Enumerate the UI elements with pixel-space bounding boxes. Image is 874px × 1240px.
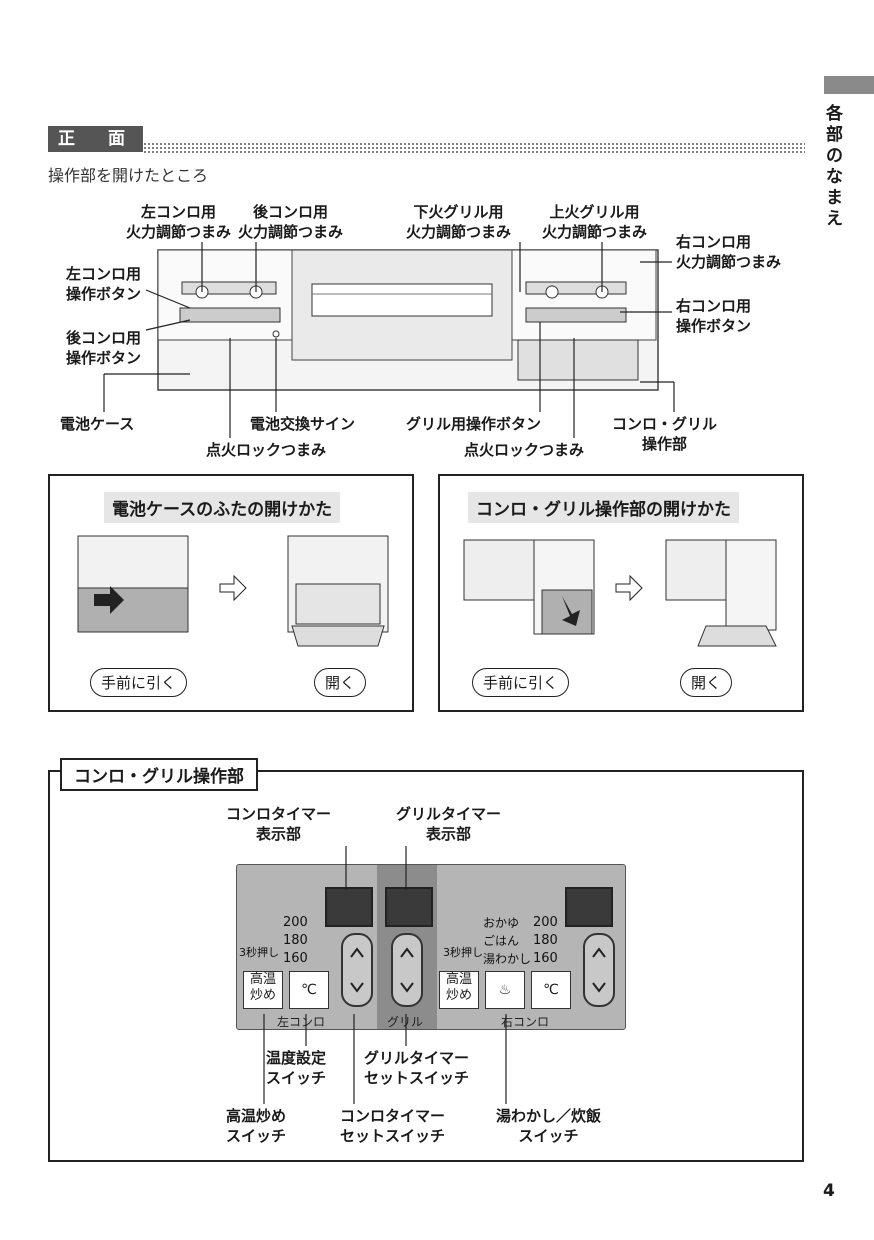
stove-grill-panel-label: コンロ・グリル 操作部 — [612, 415, 718, 453]
stove-timer-set-label: コンロタイマー セットスイッチ — [340, 1107, 446, 1145]
battery-step-pull: 手前に引く — [90, 668, 188, 697]
battery-cover-instructions: 電池ケースのふたの開けかた 手前に引く 開く — [48, 474, 414, 712]
stove-grill-control-panel: 200 180 160 3秒押し 高温 炒め ℃ おかゆ ごはん 湯わかし 20… — [236, 864, 626, 1030]
lower-grill-knob-label: 下火グリル用 火力調節つまみ — [406, 203, 512, 241]
right-temp-160: 160 — [533, 951, 558, 966]
right-high-temp-fry-button[interactable]: 高温 炒め — [439, 971, 479, 1009]
rear-burner-knob-label: 後コンロ用 火力調節つまみ — [238, 203, 344, 241]
battery-open-illustration — [77, 535, 389, 647]
right-burner-button-label: 右コンロ用 操作ボタン — [676, 297, 752, 335]
front-panel-illustration — [157, 249, 659, 391]
left-temp-160: 160 — [283, 951, 308, 966]
right-mode-gohan: ごはん — [483, 934, 520, 948]
panel-step-open: 開く — [680, 668, 733, 697]
ignition-lock-knob-right-label: 点火ロックつまみ — [464, 441, 585, 459]
left-stove-label: 左コンロ — [277, 1015, 326, 1029]
right-timer-set-button[interactable] — [583, 933, 615, 1007]
temperature-set-button[interactable]: ℃ — [289, 971, 329, 1009]
stove-timer-display — [325, 887, 373, 927]
grill-button-label: グリル用操作ボタン — [406, 415, 542, 433]
grill-timer-display-label: グリルタイマー 表示部 — [396, 805, 502, 843]
grill-timer-set-label: グリルタイマー セットスイッチ — [364, 1049, 470, 1087]
right-temp-200: 200 — [533, 915, 558, 930]
panel-open-instructions: コンロ・グリル操作部の開けかた 手前に引く 開く — [438, 474, 804, 712]
section-subtitle: 操作部を開けたところ — [48, 166, 209, 185]
left-temp-200: 200 — [283, 915, 308, 930]
grill-label: グリル — [387, 1015, 424, 1029]
panel-open-illustration — [463, 539, 777, 647]
panel-step-pull: 手前に引く — [472, 668, 570, 697]
grill-timer-display — [385, 887, 433, 927]
high-temp-switch-label: 高温炒め スイッチ — [226, 1107, 287, 1145]
legend-leader-lines — [263, 846, 507, 1104]
section-divider — [143, 142, 805, 154]
battery-step-open: 開く — [314, 668, 367, 697]
battery-box-title: 電池ケースのふたの開けかた — [104, 492, 341, 523]
right-temp-180: 180 — [533, 933, 558, 948]
rear-burner-button-label: 後コンロ用 操作ボタン — [66, 329, 142, 367]
right-hold-label: 3秒押し — [443, 946, 483, 959]
side-tab-marker — [824, 76, 874, 94]
page-number: 4 — [823, 1181, 835, 1201]
kettle-rice-icon: ♨ — [498, 982, 512, 998]
grill-timer-set-button[interactable] — [391, 933, 423, 1007]
right-stove-label: 右コンロ — [501, 1015, 550, 1029]
right-temperature-set-button[interactable]: ℃ — [531, 971, 571, 1009]
ignition-lock-knob-left-label: 点火ロックつまみ — [206, 441, 327, 459]
boil-rice-switch-label: 湯わかし／炊飯 スイッチ — [496, 1107, 602, 1145]
left-burner-button-label: 左コンロ用 操作ボタン — [66, 265, 142, 303]
panel-box-title: コンロ・グリル操作部の開けかた — [468, 492, 739, 523]
battery-replace-sign-label: 電池交換サイン — [250, 415, 356, 433]
front-leader-lines — [103, 242, 675, 438]
right-timer-display — [565, 887, 613, 927]
control-panel-legend — [48, 770, 804, 1162]
right-mode-yuwakashi: 湯わかし — [483, 952, 532, 966]
right-mode-okayu: おかゆ — [483, 916, 520, 930]
section-title: 正 面 — [48, 126, 143, 152]
right-burner-knob-label: 右コンロ用 火力調節つまみ — [676, 233, 782, 271]
battery-case-label: 電池ケース — [60, 415, 135, 433]
stove-timer-display-label: コンロタイマー 表示部 — [226, 805, 332, 843]
high-temp-fry-button[interactable]: 高温 炒め — [243, 971, 283, 1009]
left-burner-knob-label: 左コンロ用 火力調節つまみ — [126, 203, 232, 241]
stove-timer-set-button[interactable] — [341, 933, 373, 1007]
temp-switch-label: 温度設定 スイッチ — [266, 1049, 327, 1087]
upper-grill-knob-label: 上火グリル用 火力調節つまみ — [542, 203, 648, 241]
side-tab-label: 各部のなまえ — [826, 104, 843, 229]
left-hold-label: 3秒押し — [239, 946, 279, 959]
left-temp-180: 180 — [283, 933, 308, 948]
legend-title: コンロ・グリル操作部 — [60, 758, 258, 791]
boil-rice-button[interactable]: ♨ — [485, 971, 525, 1009]
